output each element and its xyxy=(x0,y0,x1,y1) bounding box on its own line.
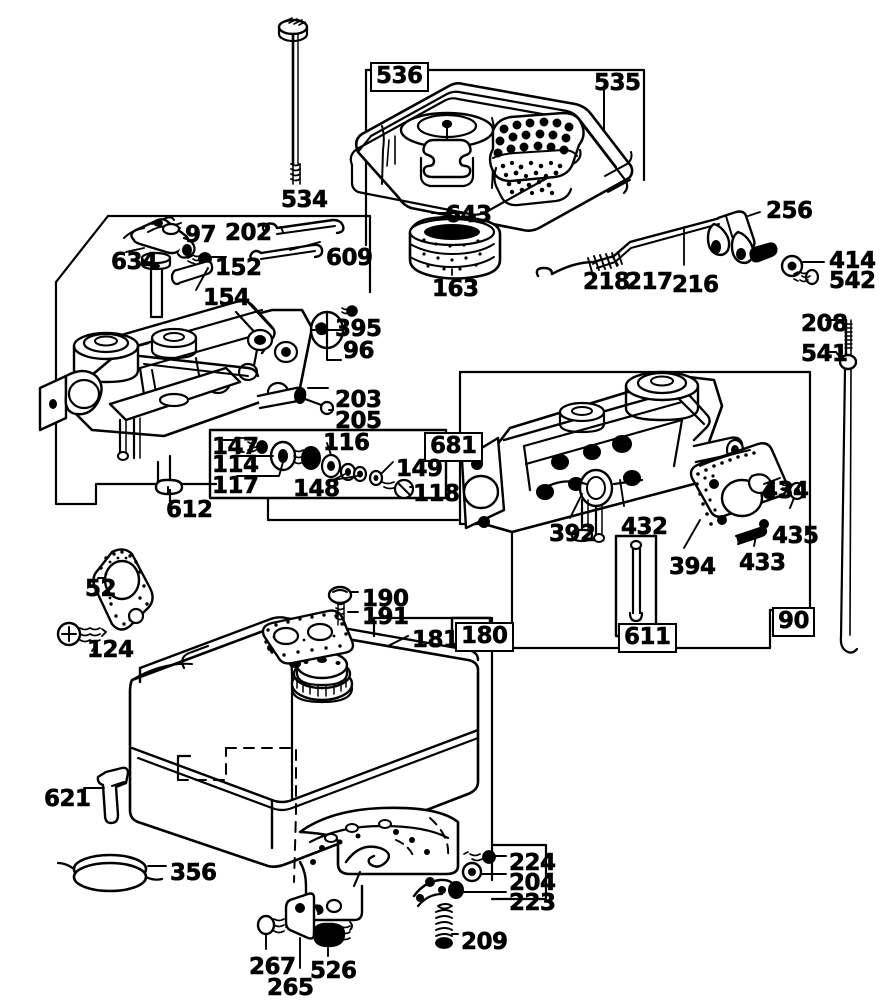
callout-217: 217 xyxy=(626,269,674,295)
callout-414: 414 xyxy=(829,248,877,274)
callout-148: 148 xyxy=(293,476,341,502)
callout-535: 535 xyxy=(594,70,642,96)
callout-116: 116 xyxy=(323,430,371,456)
part-154-pin xyxy=(170,260,214,291)
group-box-681 xyxy=(208,428,448,500)
part-209-spring xyxy=(435,903,459,949)
part-414-542 xyxy=(780,254,825,286)
part-202-609-links xyxy=(249,218,345,262)
part-526-bolt xyxy=(312,921,353,957)
callout-118: 118 xyxy=(413,481,461,507)
callout-433: 433 xyxy=(739,550,787,576)
callout-149: 149 xyxy=(396,456,444,482)
part-265-bracket xyxy=(284,892,324,969)
part-208-dipstick xyxy=(825,318,859,654)
callout-435: 435 xyxy=(772,523,820,549)
part-52-gasket xyxy=(92,548,154,631)
callout-267: 267 xyxy=(249,954,297,980)
callout-392: 392 xyxy=(549,521,597,547)
callout-202: 202 xyxy=(225,220,273,246)
callout-97: 97 xyxy=(185,222,217,248)
part-435-screw xyxy=(780,481,806,509)
callout-536: 536 xyxy=(370,62,429,92)
callout-432: 432 xyxy=(621,514,669,540)
callout-526: 526 xyxy=(310,958,358,984)
part-124-screw xyxy=(56,621,107,652)
callout-541: 541 xyxy=(801,341,849,367)
callout-203: 203 xyxy=(335,387,383,413)
part-203-205-needle xyxy=(256,386,335,416)
callout-621: 621 xyxy=(44,786,92,812)
part-right-carburetor-body xyxy=(460,370,745,543)
callout-205: 205 xyxy=(335,408,383,434)
callout-152: 152 xyxy=(215,255,263,281)
callout-180: 180 xyxy=(455,622,514,652)
callout-208: 208 xyxy=(801,311,849,337)
callout-124: 124 xyxy=(87,637,135,663)
callout-634: 634 xyxy=(111,249,159,275)
callout-216: 216 xyxy=(672,272,720,298)
callout-611: 611 xyxy=(618,623,677,653)
group-outline-left-carb xyxy=(54,214,372,506)
callout-394: 394 xyxy=(669,554,717,580)
callout-90: 90 xyxy=(772,607,816,637)
callout-224: 224 xyxy=(509,850,557,876)
part-433-pin xyxy=(735,526,768,547)
callout-96: 96 xyxy=(343,338,375,364)
callout-265: 265 xyxy=(267,975,315,1001)
callout-163: 163 xyxy=(432,276,480,302)
callout-395: 395 xyxy=(335,316,383,342)
part-267-screw xyxy=(256,914,291,950)
callout-191: 191 xyxy=(362,604,410,630)
callout-643: 643 xyxy=(445,202,493,228)
callout-209: 209 xyxy=(461,929,509,955)
callout-147: 147 xyxy=(212,434,260,460)
part-394-434-diaphragm xyxy=(683,442,789,549)
group-box-224-204-223 xyxy=(412,843,548,908)
part-216-218-linkage xyxy=(535,210,778,278)
callout-190: 190 xyxy=(362,586,410,612)
part-395-96-throttle-valve xyxy=(309,305,358,361)
part-534-choke-rod xyxy=(277,17,309,185)
callout-181: 181 xyxy=(412,627,460,653)
callout-117: 117 xyxy=(212,473,260,499)
callout-612: 612 xyxy=(166,497,214,523)
callout-114: 114 xyxy=(212,452,260,478)
callout-534: 534 xyxy=(281,187,329,213)
callout-218: 218 xyxy=(583,269,631,295)
part-621-clip xyxy=(83,766,130,825)
part-163-gasket xyxy=(408,215,502,280)
callout-204: 204 xyxy=(509,870,557,896)
part-190-191 xyxy=(261,585,359,665)
callout-609: 609 xyxy=(326,245,374,271)
callout-223: 223 xyxy=(509,890,557,916)
part-681-kit-contents xyxy=(222,437,415,500)
part-97-634-choke-lever xyxy=(123,216,196,319)
callout-681: 681 xyxy=(424,432,483,462)
callout-154: 154 xyxy=(203,285,251,311)
callout-356: 356 xyxy=(170,860,218,886)
part-left-carburetor-body xyxy=(38,298,314,504)
part-356-o-ring xyxy=(56,853,167,893)
callout-434: 434 xyxy=(762,478,810,504)
callout-256: 256 xyxy=(766,198,814,224)
callout-52: 52 xyxy=(85,576,117,602)
callout-542: 542 xyxy=(829,268,877,294)
part-643-air-cleaner-body xyxy=(349,82,634,232)
